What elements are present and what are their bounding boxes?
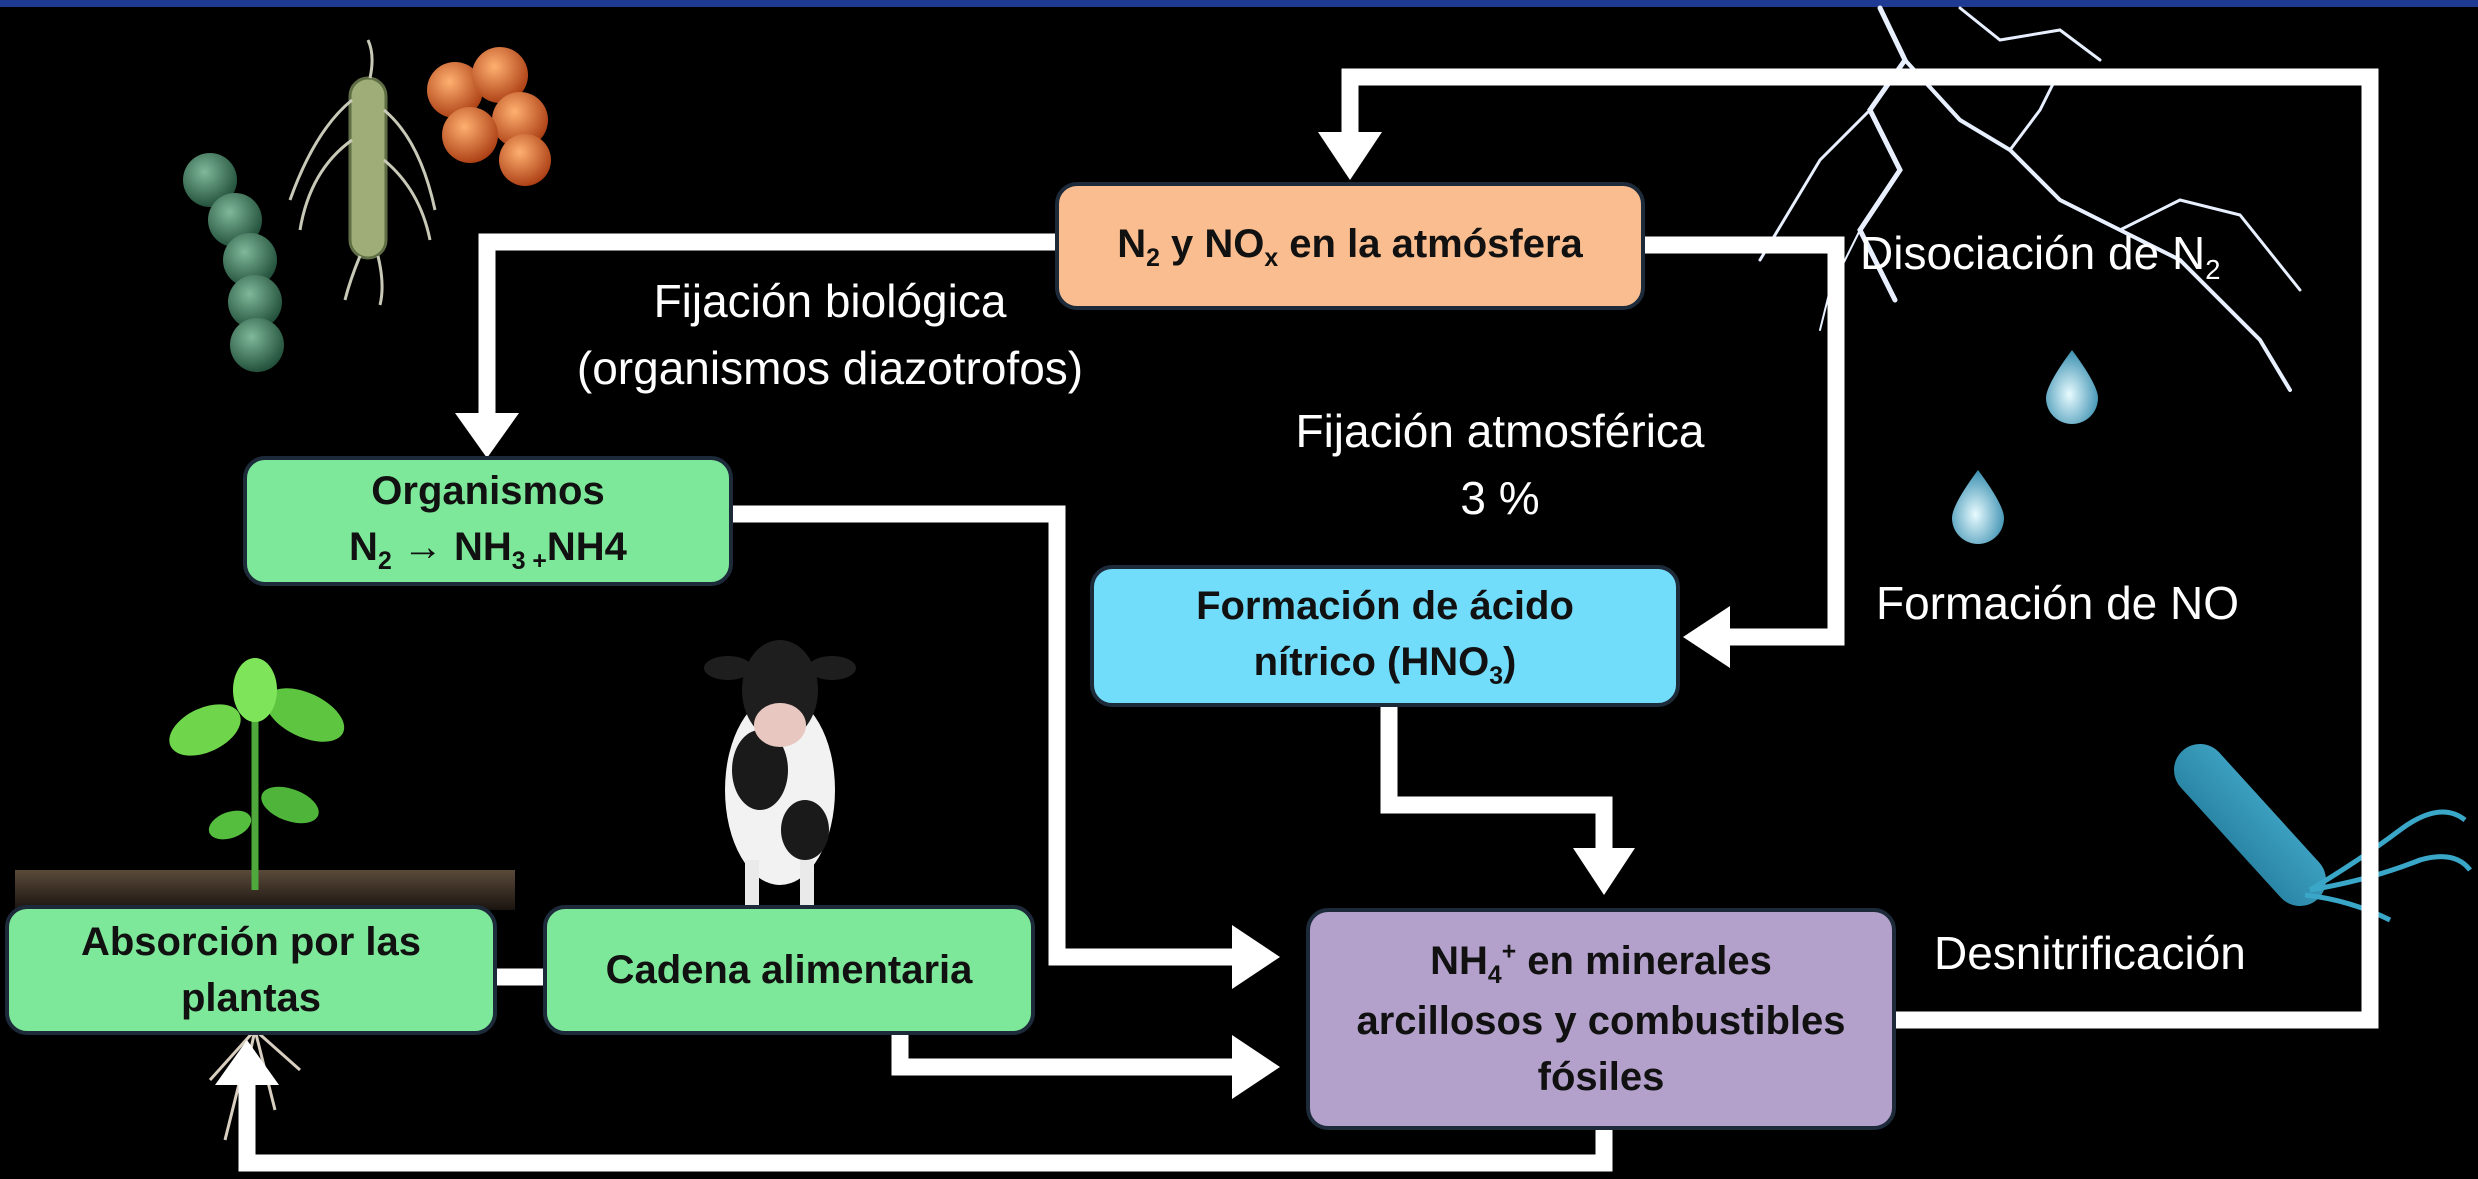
bio-fixation-line1: Fijación biológica — [653, 275, 1007, 327]
water-drop-icon — [1952, 350, 2098, 544]
plants-line2: plantas — [180, 976, 322, 1020]
atm-fixation-line1: Fijación atmosférica — [1295, 405, 1705, 457]
bacillus-icon — [288, 39, 437, 306]
cow-icon — [704, 640, 856, 905]
bio-fixation-line2: (organismos diazotrofos) — [576, 341, 1084, 394]
minerals-line3: fósiles — [1537, 1055, 1665, 1100]
atmospheric-fixation-label: Fijación atmosférica 3 % — [1250, 398, 1750, 531]
arrow-nitric-to-minerals — [1380, 705, 1613, 855]
atmosphere-label: N2 y NOx en la atmósfera — [1117, 221, 1583, 272]
arrow-denitrification — [1341, 68, 2379, 1029]
arrowheads — [215, 132, 1730, 1099]
atm-fixation-line2: 3 % — [1460, 471, 1540, 524]
minerals-line2: arcillosos y combustibles — [1356, 999, 1846, 1044]
organisms-title: Organismos — [371, 468, 605, 513]
dissociation-label: Disociación de N2 — [1860, 227, 2221, 286]
arrow-organisms-to-minerals — [730, 505, 1240, 966]
plant-icon — [15, 658, 515, 1141]
top-accent-bar — [0, 0, 2478, 7]
food-chain-label: Cadena alimentaria — [605, 948, 973, 992]
organisms-box: Organismos N2 → NH3 +NH4 — [243, 456, 733, 586]
minerals-box: NH4+ en minerales arcillosos y combustib… — [1306, 908, 1896, 1130]
bacterium-flagella-icon — [2174, 744, 2472, 923]
plants-box: Absorción por las plantas — [5, 905, 497, 1035]
atmosphere-box: N2 y NOx en la atmósfera — [1055, 182, 1645, 310]
nitric-acid-box: Formación de ácido nítrico (HNO3) — [1090, 565, 1680, 707]
minerals-line1: NH4+ en minerales — [1430, 938, 1772, 989]
nitric-line1: Formación de ácido — [1196, 583, 1574, 628]
arrow-foodchain-to-minerals — [891, 1035, 1240, 1076]
nitric-line2: nítrico (HNO3) — [1253, 639, 1517, 690]
flow-arrows — [238, 68, 2379, 1172]
organisms-equation: N2 → NH3 +NH4 — [349, 524, 627, 575]
arrow-minerals-to-plants — [238, 1080, 1613, 1172]
denitrification-label: Desnitrificación — [1934, 927, 2246, 979]
cocci-cluster-icon — [427, 47, 551, 186]
plants-line1: Absorción por las — [80, 920, 422, 964]
biological-fixation-label: Fijación biológica (organismos diazotrof… — [545, 268, 1115, 401]
arrow-biological-fixation — [478, 233, 1055, 420]
food-chain-box: Cadena alimentaria — [543, 905, 1035, 1035]
bacteria-chain-icon — [183, 153, 284, 372]
arrow-atmospheric-fixation — [1645, 236, 1845, 646]
no-formation-label: Formación de NO — [1876, 577, 2240, 629]
